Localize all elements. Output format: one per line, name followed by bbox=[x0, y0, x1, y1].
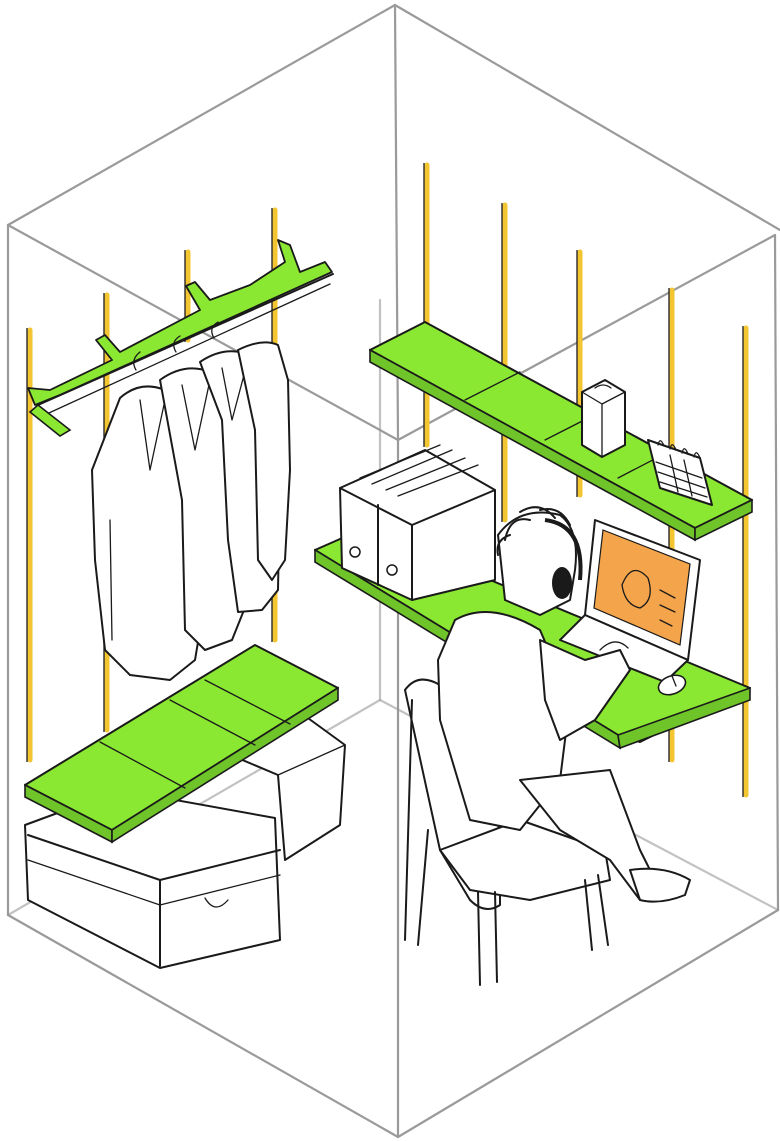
file-binders bbox=[339, 444, 496, 601]
mouse-icon bbox=[657, 674, 687, 696]
storage-boxes bbox=[24, 704, 346, 969]
person-with-headphones bbox=[437, 506, 691, 903]
hanging-jackets bbox=[91, 321, 291, 681]
chair bbox=[404, 678, 611, 986]
wardrobe-bench-shelf bbox=[24, 644, 339, 844]
clothes-rail bbox=[27, 239, 334, 437]
tissue-box bbox=[581, 379, 626, 458]
laptop bbox=[559, 519, 701, 683]
desk-calendar bbox=[647, 439, 713, 506]
